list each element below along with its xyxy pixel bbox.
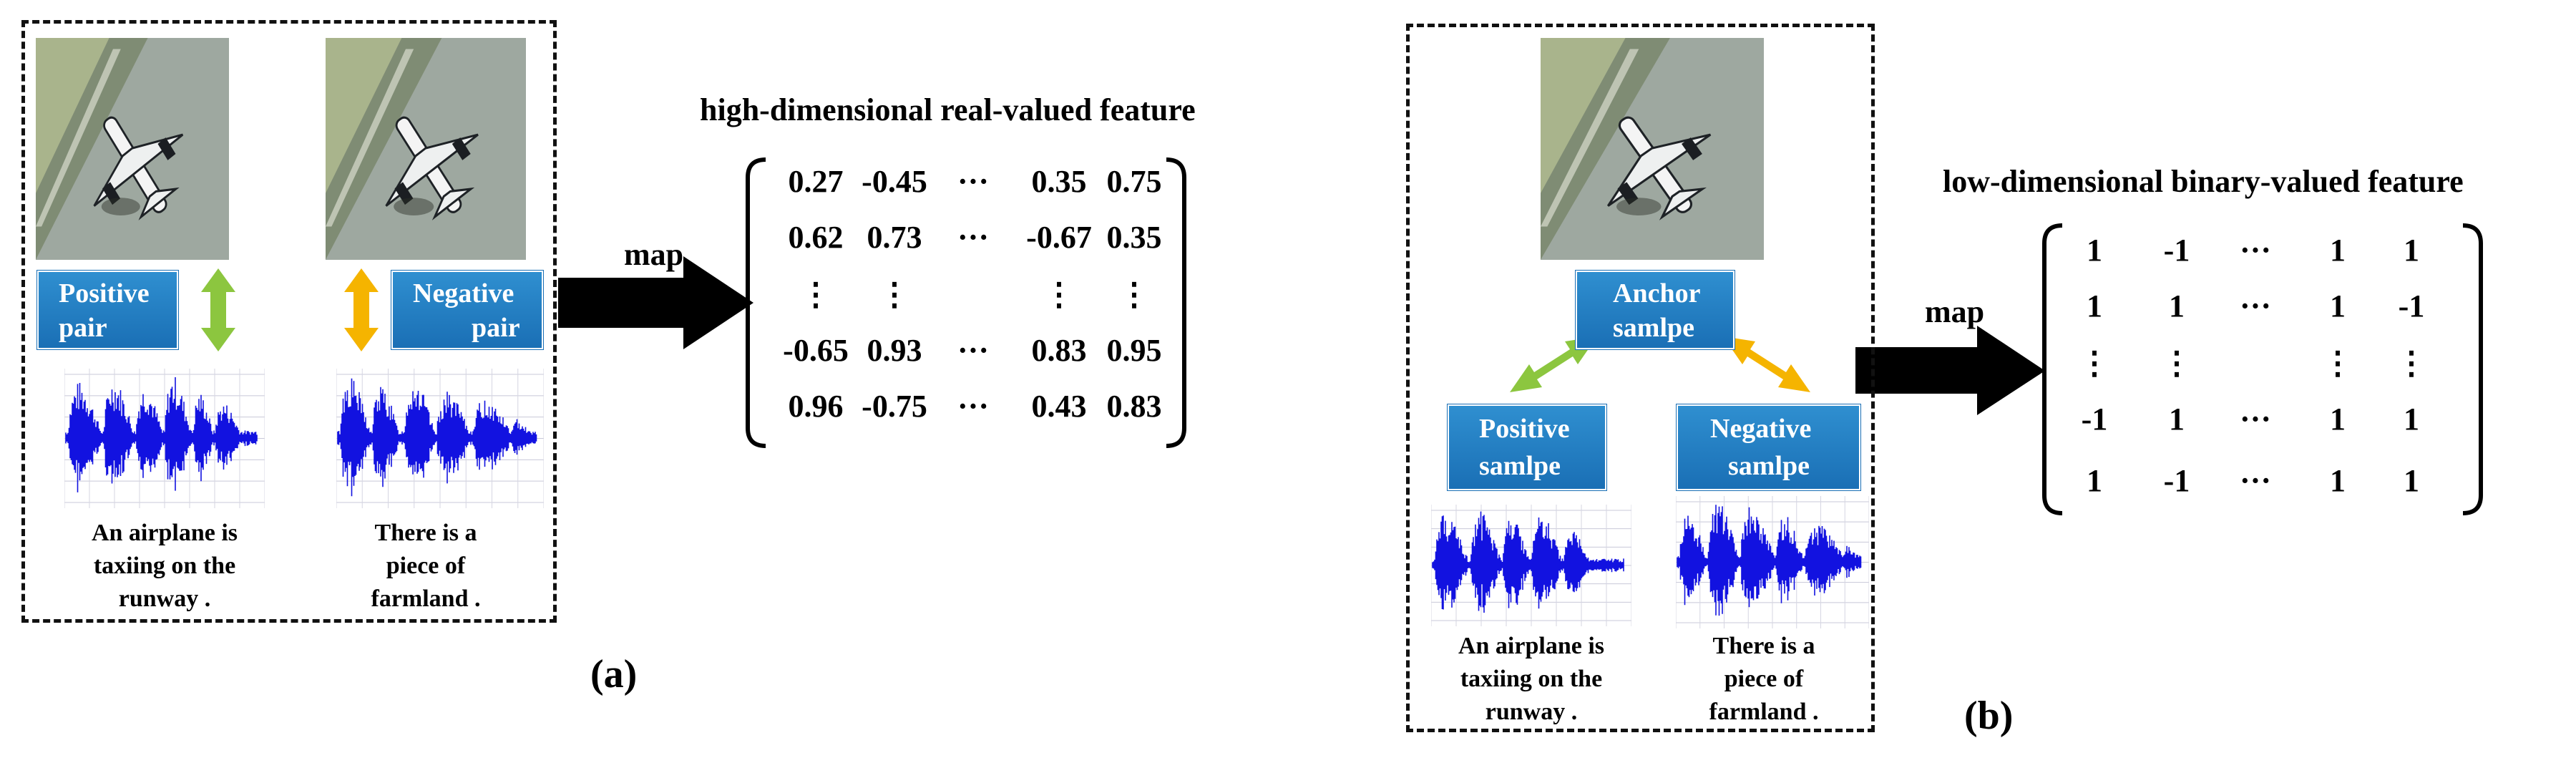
matrix-cell: ⋮ [800,277,831,312]
matrix-cell: 0.93 [867,333,922,368]
negative-pair-label: Negative pair [391,271,543,349]
caption-airplane: An airplane is taxiing on the runway . [91,520,238,612]
matrix-cell: 0.62 [788,220,844,255]
feature-title-a: high-dimensional real-valued feature [700,92,1196,127]
matrix-cell: ⋮ [2079,346,2110,381]
matrix-cell: 1 [2169,402,2185,437]
matrix-cell: 0.96 [788,389,844,424]
matrix-cell: ⋮ [1118,277,1150,312]
matrix-cell: ⋮ [879,277,910,312]
audio-waveform-positive [64,369,265,508]
matrix-cell: ··· [957,164,990,199]
map-arrow-a-icon [558,256,753,349]
audio-waveform-positive-b [1431,505,1631,626]
matrix-cell: 0.73 [867,220,922,255]
matrix-cell: 0.35 [1106,220,1162,255]
matrix-cell: ⋮ [2322,346,2353,381]
anchor-sample-label: Anchor samlpe [1576,271,1735,349]
matrix-cell: ··· [2239,233,2272,268]
map-arrow-b-icon [1855,326,2045,415]
matrix-cell: 1 [2330,233,2346,268]
map-label-a: map [624,237,684,272]
matrix-cell: ⋮ [2396,346,2427,381]
matrix-cell: 0.83 [1031,333,1087,368]
green-double-arrow-icon [201,268,235,351]
matrix-cell: -1 [2081,402,2108,437]
airport-image-anchor [1541,38,1764,260]
orange-diagonal-arrow-icon [1723,336,1810,392]
waveform-graphic [64,369,265,508]
orange-double-arrow-icon [344,268,379,351]
matrix-cell: ⋮ [2161,346,2192,381]
map-label-b: map [1925,294,1985,329]
matrix-cell: -1 [2163,463,2190,498]
matrix-cell: 0.83 [1106,389,1162,424]
matrix-cell: 1 [2404,463,2419,498]
matrix-cell: 1 [2404,233,2419,268]
matrix-cell: ··· [2239,402,2272,437]
positive-pair-label: Positive pair [37,271,178,349]
matrix-cell: -0.45 [862,164,927,199]
caption-airplane-b: An airplane is taxiing on the runway . [1458,633,1605,725]
audio-waveform-negative [336,369,544,508]
matrix-cell: -0.65 [783,333,849,368]
matrix-cell: -1 [2398,288,2425,324]
matrix-cell: ··· [957,389,990,424]
matrix-cell: 1 [2330,288,2346,324]
matrix-cell: -1 [2163,233,2190,268]
matrix-cell: 0.35 [1031,164,1087,199]
matrix-cell: 0.43 [1031,389,1087,424]
negative-sample-label: Negative samlpe [1677,404,1860,490]
matrix-cell: 1 [2330,402,2346,437]
matrix-cell: 0.27 [788,164,844,199]
matrix-cell: ··· [2239,288,2272,324]
matrix-cell: ··· [2239,463,2272,498]
matrix-cell: 1 [2404,402,2419,437]
matrix-b-brackets [2042,223,2483,515]
waveform-graphic [1676,496,1869,628]
matrix-cell: -0.75 [862,389,927,424]
waveform-graphic [1431,505,1631,626]
positive-sample-label: Positive samlpe [1448,404,1606,490]
matrix-cell: 1 [2169,288,2185,324]
matrix-cell: 1 [2330,463,2346,498]
matrix-b: 1 -1 ··· 1 1 1 1 ··· 1 -1 ⋮ ⋮ ⋮ ⋮ -1 1 ··· 1 1 1 -1 ··· 1 1 [2041,222,2484,517]
matrix-cell: 1 [2087,233,2102,268]
matrix-cell: ··· [957,220,990,255]
panel-a-frame [21,20,557,623]
matrix-cell: -0.67 [1026,220,1092,255]
matrix-cell: ··· [957,333,990,368]
matrix-cell: 0.75 [1106,164,1162,199]
matrix-a: 0.27 -0.45 ··· 0.35 0.75 0.62 0.73 ··· -0.67 0.35… [744,156,1188,450]
caption-farmland: There is a piece of farmland . [371,520,481,612]
green-diagonal-arrow-icon [1510,336,1597,392]
panel-tag-a: (a) [590,652,638,696]
matrix-cell: ⋮ [1043,277,1075,312]
caption-farmland-b: There is a piece of farmland . [1709,633,1819,725]
matrix-cell: 0.95 [1106,333,1162,368]
panel-b-frame [1406,24,1875,732]
matrix-a-brackets [746,157,1186,448]
audio-waveform-negative-b [1676,496,1869,628]
matrix-cell: 1 [2087,463,2102,498]
waveform-graphic [336,369,544,508]
matrix-cell: 1 [2087,288,2102,324]
panel-tag-b: (b) [1964,694,2014,738]
feature-title-b: low-dimensional binary-valued feature [1943,164,2464,199]
